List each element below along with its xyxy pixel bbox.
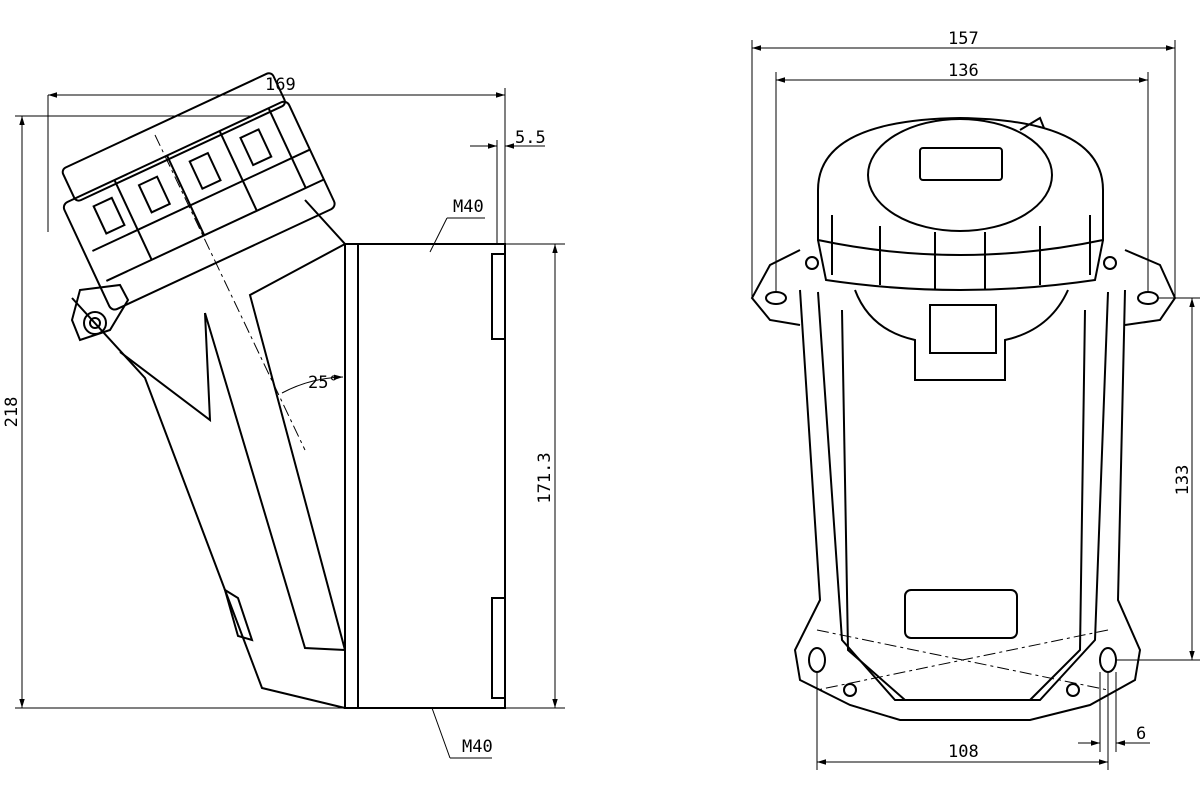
inner-body [817, 291, 1109, 701]
box-slot-bottom [491, 597, 506, 699]
socket-latch [929, 304, 997, 354]
thread-bottom-label: M40 [462, 737, 493, 757]
dim-108: 108 [948, 742, 979, 762]
dim-6: 6 [1136, 724, 1146, 744]
center-line [154, 134, 306, 451]
dim-169: 169 [265, 75, 296, 95]
angle-label: 25° [308, 373, 339, 393]
dim-157: 157 [948, 29, 979, 49]
label-plate [904, 589, 1018, 639]
mounting-box [344, 243, 506, 709]
hinge-bracket [70, 283, 130, 342]
lid-cap [61, 72, 286, 202]
lid-ring [817, 239, 1104, 291]
socket-recess [854, 289, 1069, 381]
lid-outer [817, 116, 1104, 256]
side-view: 25° 169 5.5 M40 M40 218 171.3 [2, 72, 565, 759]
lid-frame [62, 100, 336, 311]
dim-136: 136 [948, 61, 979, 81]
mount-hole-bl [808, 647, 826, 673]
front-view: 157 136 133 108 6 [750, 29, 1200, 770]
box-slot-top [491, 253, 506, 340]
ear-right-top [1124, 249, 1177, 326]
dim-218: 218 [2, 397, 22, 428]
mount-hole-br [1099, 647, 1117, 673]
mount-hole-tr [1137, 291, 1159, 305]
dim-171-3: 171.3 [535, 452, 555, 503]
housing-right-edge [248, 199, 347, 651]
lid-cap-top [867, 118, 1053, 232]
lid-window [919, 147, 1003, 181]
mount-hole-tl [765, 291, 787, 305]
hinge-screw-icon [89, 317, 101, 329]
dim-133: 133 [1173, 465, 1193, 496]
dim-5-5: 5.5 [515, 128, 546, 148]
lid-assembly [61, 72, 336, 311]
thread-top-label: M40 [453, 197, 484, 217]
outer-body [793, 289, 1142, 721]
housing-tab [223, 587, 254, 642]
